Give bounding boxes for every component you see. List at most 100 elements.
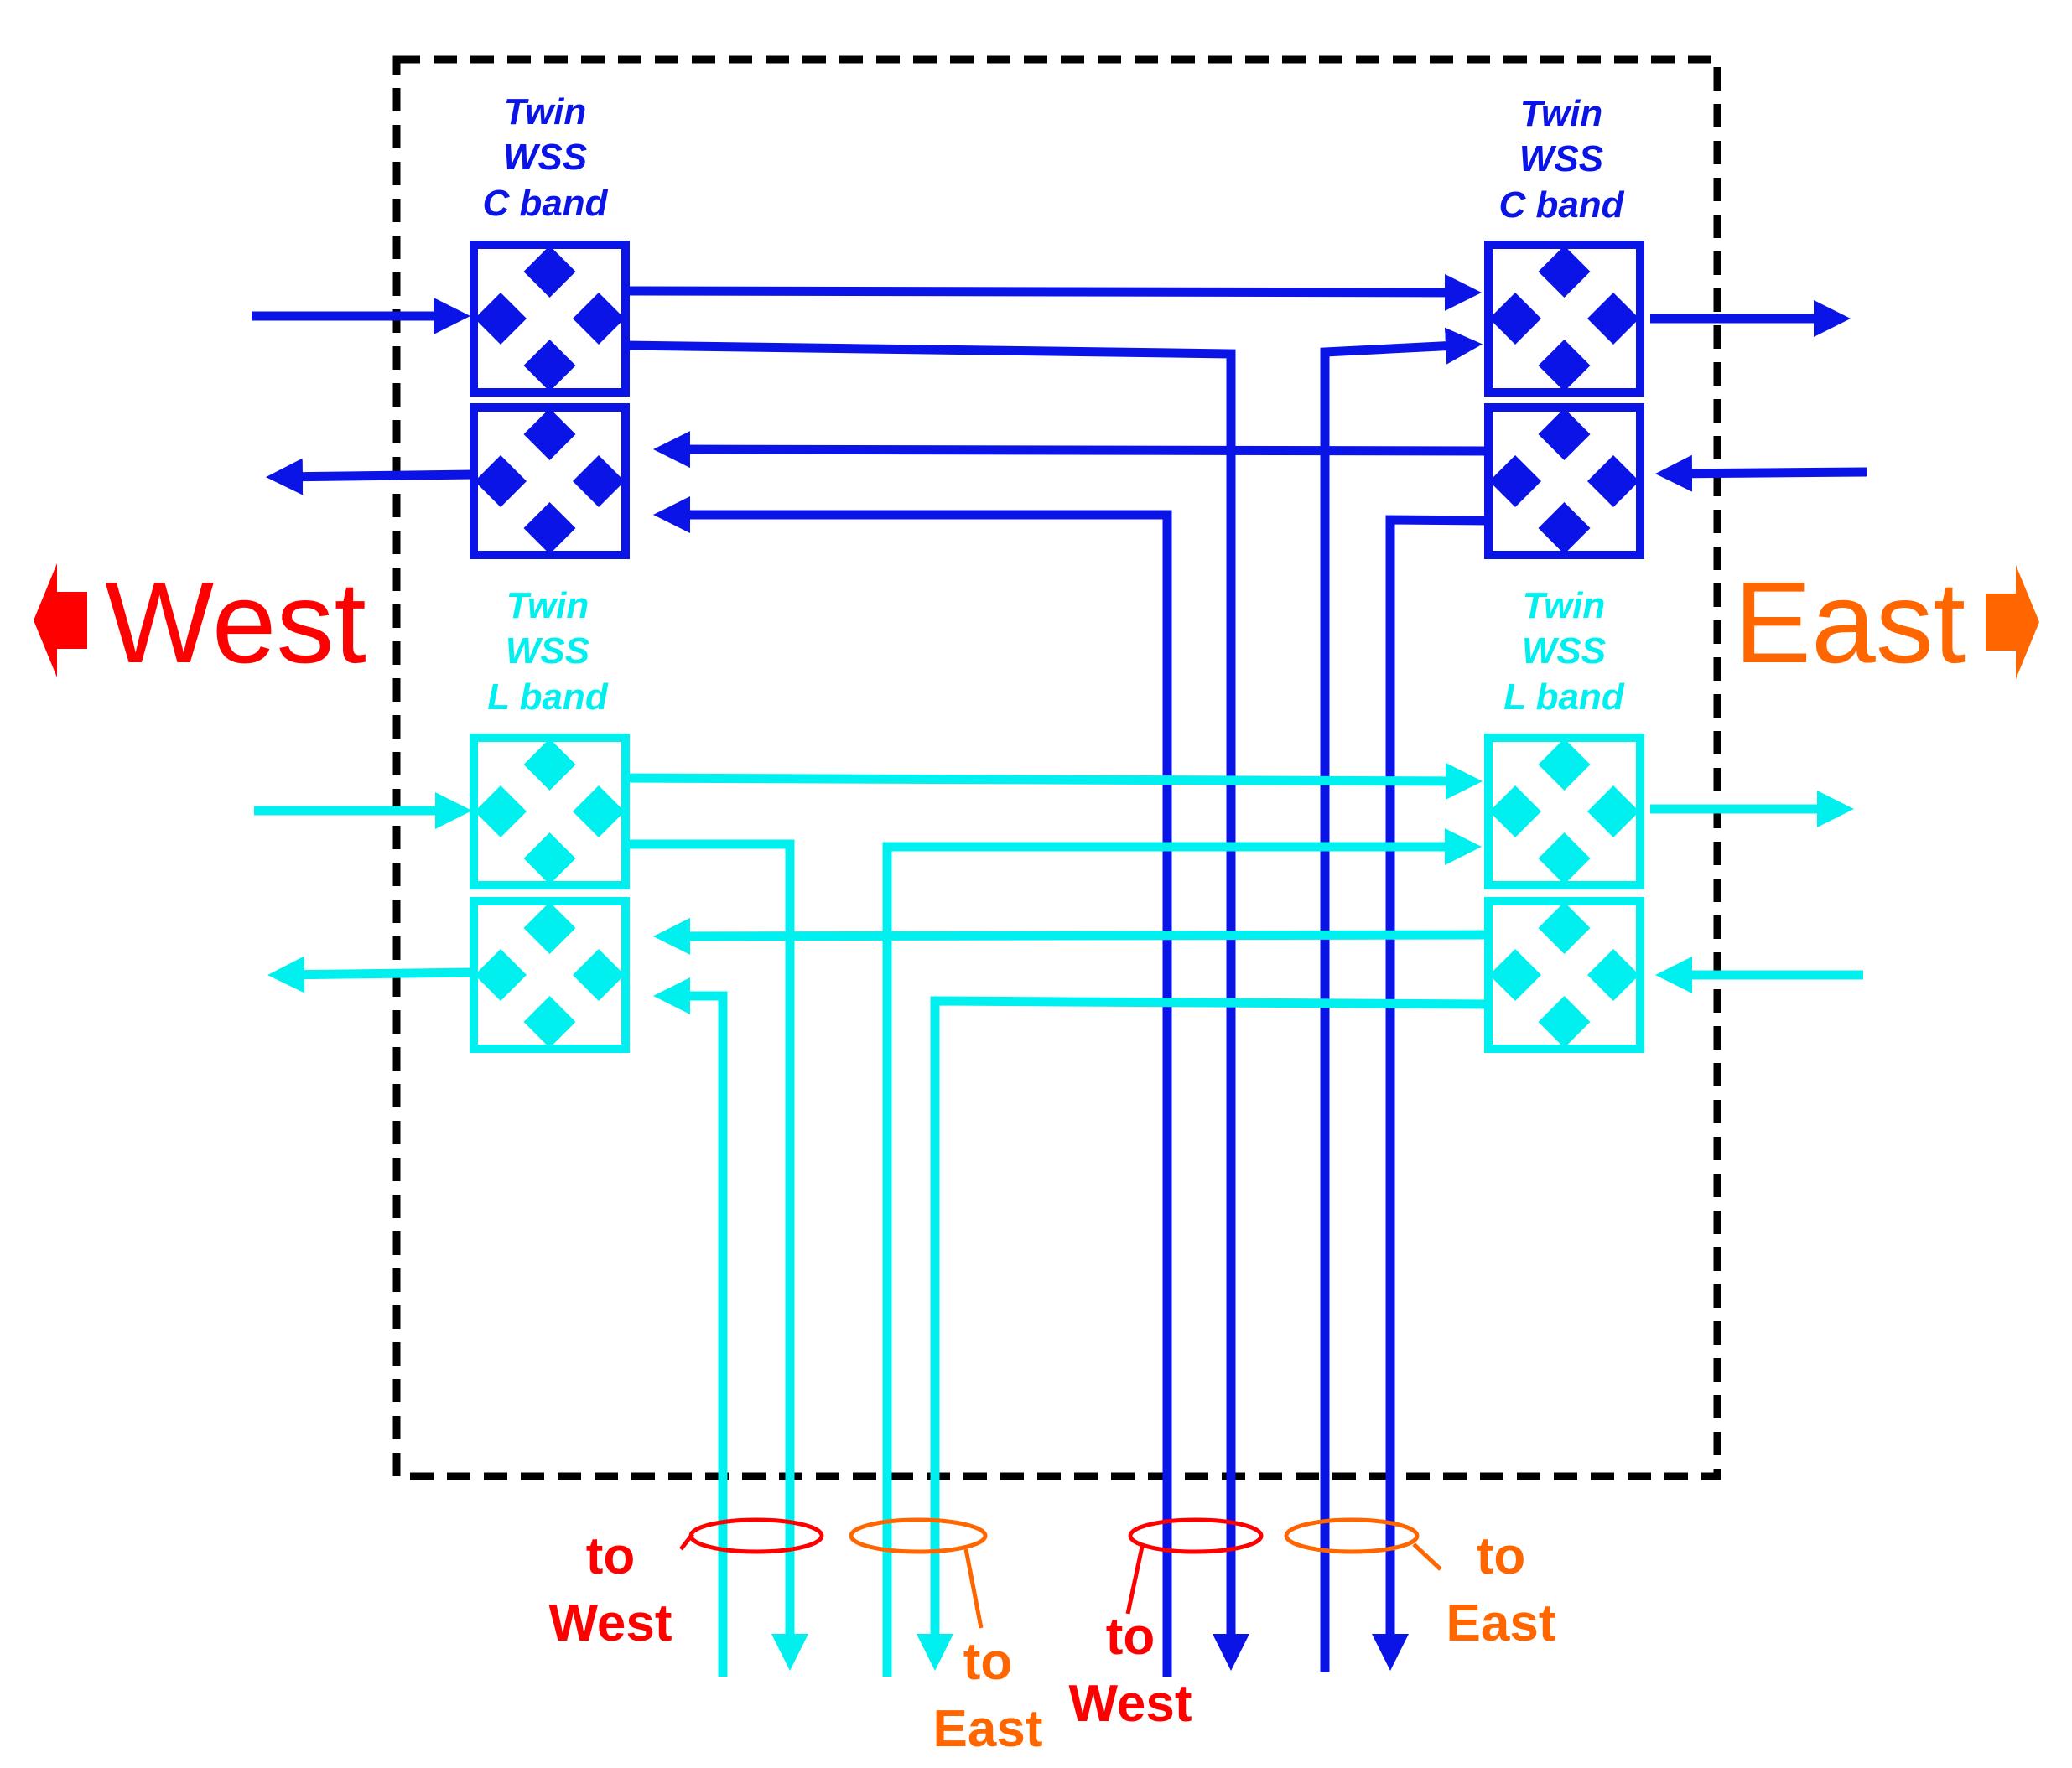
wss-port-diamond-icon [523,996,576,1048]
c-east-input-arrow [1655,454,1867,492]
c-band-connections [252,273,1867,1677]
c-east-drop-to-east [1372,515,1489,1671]
c-express-west-to-east [625,273,1482,311]
label-line: C band [1498,184,1624,226]
wss-port-diamond-icon [1538,832,1591,884]
c-west-bundle-leader [1125,1546,1145,1615]
c-east-dest-label: East [1446,1594,1556,1652]
west-c-band-label: Twin WSS C band [482,91,608,224]
l-band-connections [254,762,1863,1677]
west-arrow-icon [34,563,87,677]
c-west-drop-to-west [625,340,1249,1671]
wss-port-diamond-icon [573,949,625,1001]
wss-port-diamond-icon [523,502,576,554]
c-add-to-east [1320,327,1483,1672]
l-east-bundle-ring [849,1517,988,1554]
wss-east-l-lower [1484,897,1644,1053]
c-add-to-west [653,496,1172,1677]
wss-port-diamond-icon [1489,293,1541,345]
label-line: WSS [1519,138,1603,179]
west-direction: West [34,558,366,687]
c-west-bundle-ring [1128,1517,1264,1554]
wss-port-diamond-icon [1587,293,1639,345]
wss-port-diamond-icon [523,246,576,298]
east-label: East [1734,558,1966,687]
east-l-band-label: Twin WSS L band [1503,585,1625,718]
wss-port-diamond-icon [1538,246,1591,298]
l-east-dest-label: East [933,1700,1043,1758]
c-west-dest-label: West [1068,1675,1192,1733]
wss-port-diamond-icon [1538,902,1591,954]
wss-port-diamond-icon [1538,408,1591,460]
east-direction: East [1734,558,2039,687]
west-label: West [105,558,366,687]
wss-port-diamond-icon [523,340,576,391]
wss-port-diamond-icon [523,832,576,884]
wss-port-diamond-icon [1538,996,1591,1048]
l-west-dest-label: West [548,1594,672,1652]
l-east-drop-to-east [917,996,1489,1671]
wss-port-diamond-icon [475,949,527,1001]
label-line: C band [482,183,608,224]
label-line: WSS [1522,630,1606,671]
wss-east-c-lower [1484,403,1644,559]
l-west-drop-to-west [626,839,808,1671]
wss-port-diamond-icon [1489,455,1541,507]
wss-port-diamond-icon [1489,949,1541,1001]
l-west-bundle-ring [688,1517,824,1554]
wss-port-diamond-icon [475,785,527,837]
c-east-bundle-ring [1284,1517,1420,1554]
wss-port-diamond-icon [1587,949,1639,1001]
wss-blocks [470,241,1644,1053]
wss-west-c-upper [470,241,630,397]
wss-west-l-upper [470,734,630,889]
wss-west-c-lower [470,403,630,559]
wss-east-c-upper [1484,241,1644,397]
wss-port-diamond-icon [1538,340,1591,391]
wss-port-diamond-icon [573,293,625,345]
wss-east-l-upper [1484,734,1644,889]
label-line: WSS [506,630,589,671]
c-east-bundle-leader [1412,1542,1442,1571]
label-line: Twin [1520,93,1603,134]
wss-port-diamond-icon [475,293,527,345]
c-west-output-arrow [266,458,475,495]
l-west-to-label: to [586,1527,636,1585]
wss-port-diamond-icon [475,455,527,507]
label-line: Twin [504,91,587,132]
wss-west-l-lower [470,897,630,1053]
l-add-to-east-upper [882,828,1482,1677]
wss-port-diamond-icon [523,408,576,460]
l-east-bundle-leader [963,1548,984,1629]
east-arrow-icon [1986,565,2039,679]
c-west-to-label: to [1106,1608,1155,1666]
wss-port-diamond-icon [1587,785,1639,837]
bottom-labels: to West to East to West to East [548,1527,1555,1758]
east-c-band-label: Twin WSS C band [1498,93,1624,226]
l-express-west-to-east [625,762,1483,800]
bottom-bundles [679,1517,1442,1629]
wss-port-diamond-icon [523,739,576,791]
wss-port-diamond-icon [1489,785,1541,837]
node-boundary [392,55,1721,1480]
label-line: Twin [1523,585,1606,626]
wss-port-diamond-icon [573,785,625,837]
l-west-output-arrow [267,956,475,993]
wss-port-diamond-icon [523,902,576,954]
wss-port-diamond-icon [1587,455,1639,507]
label-line: WSS [503,137,587,178]
l-west-bundle-leader [679,1532,694,1551]
c-east-to-label: to [1477,1527,1526,1585]
label-line: L band [1503,677,1625,718]
label-line: L band [487,677,609,718]
wss-port-diamond-icon [573,455,625,507]
west-l-band-label: Twin WSS L band [487,585,609,718]
l-east-to-west-express [653,917,1489,955]
wss-port-diamond-icon [1538,502,1591,554]
c-east-to-west-express [653,431,1489,469]
label-line: Twin [506,585,589,626]
l-add-to-west [653,977,728,1677]
l-east-to-label: to [963,1633,1013,1691]
wss-port-diamond-icon [1538,739,1591,791]
